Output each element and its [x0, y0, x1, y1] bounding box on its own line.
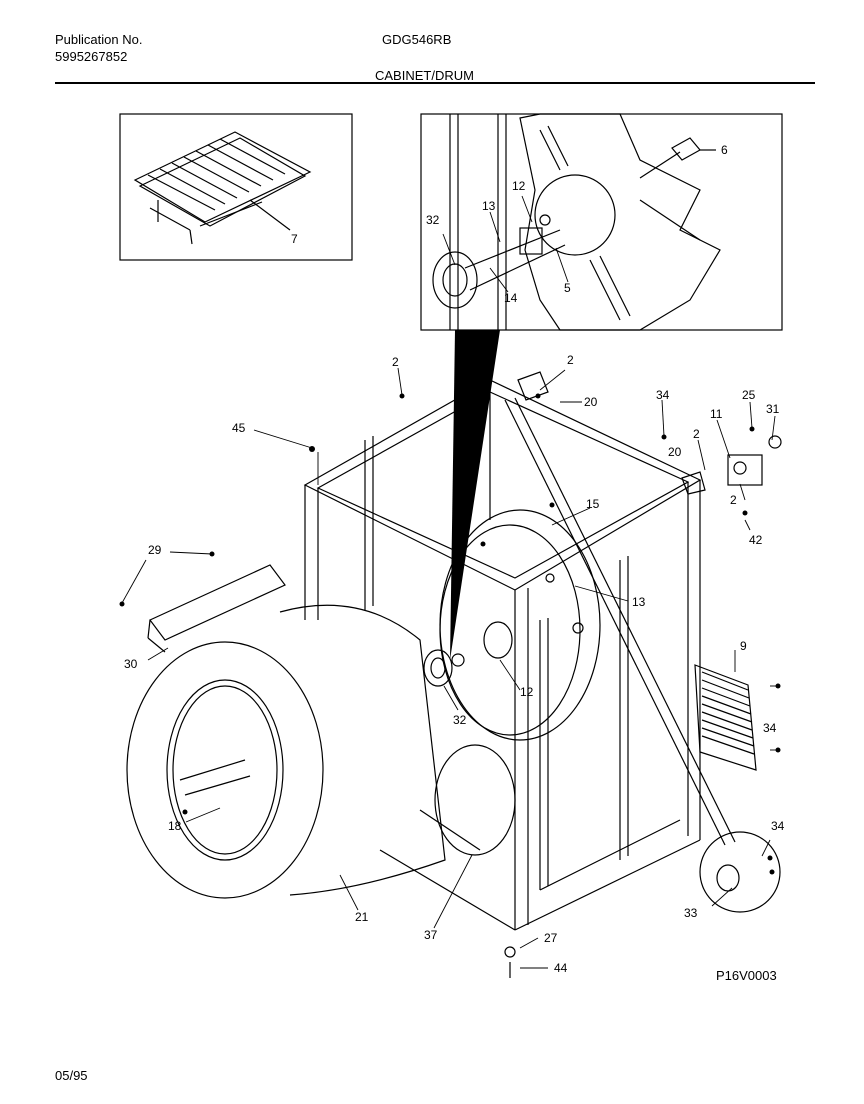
rear-bulkhead [439, 509, 601, 741]
rear-bulkhead-detail [432, 113, 721, 331]
model-number: GDG546RB [382, 32, 452, 47]
fasteners [119, 393, 781, 875]
callout-32: 32 [453, 713, 467, 727]
callout-11: 11 [710, 407, 723, 421]
callout-30: 30 [124, 657, 138, 671]
drive-belt [504, 399, 726, 846]
detail-pointer [450, 330, 500, 660]
callout-29: 29 [148, 543, 162, 557]
leader-lines [121, 195, 778, 969]
bracket-20-side [681, 471, 706, 495]
publication-number: 5995267852 [55, 49, 128, 64]
callout-32-inset: 32 [426, 213, 440, 227]
leader-7 [249, 199, 291, 231]
callout-21: 21 [355, 910, 369, 924]
callout-2-bracket: 2 [567, 353, 574, 367]
drum [126, 604, 446, 899]
exhaust-duct [147, 564, 286, 653]
section-title: CABINET/DRUM [375, 68, 474, 83]
drawing-id: P16V0003 [716, 968, 777, 983]
callout-25: 25 [742, 388, 756, 402]
callout-27: 27 [544, 931, 558, 945]
revision-date: 05/95 [55, 1068, 88, 1083]
idler-detail-circle [699, 831, 781, 913]
drying-rack [133, 131, 312, 245]
header-rule [55, 82, 815, 84]
rack-inset-frame [119, 113, 353, 261]
callout-14: 14 [504, 291, 518, 305]
cabinet-frame [303, 379, 702, 931]
leveling-foot [504, 946, 516, 958]
callout-2-switch: 2 [693, 427, 700, 441]
callout-20-top: 20 [584, 395, 598, 409]
access-grille [694, 664, 757, 771]
bearing-inset-frame [420, 113, 783, 331]
callout-33: 33 [684, 906, 698, 920]
door-switch-assembly [727, 435, 782, 486]
publication-label: Publication No. [55, 32, 143, 47]
callout-44: 44 [554, 961, 568, 975]
callout-12-inset: 12 [512, 179, 526, 193]
callout-13-inset: 13 [482, 199, 496, 213]
callout-31: 31 [766, 402, 780, 416]
callout-15: 15 [586, 497, 600, 511]
idler-pulley [716, 864, 740, 892]
callout-7: 7 [291, 232, 298, 246]
callout-34-idler: 34 [771, 819, 785, 833]
callout-18: 18 [168, 819, 182, 833]
bracket-20 [517, 371, 549, 401]
callout-2-top: 2 [392, 355, 399, 369]
callout-20-side: 20 [668, 445, 682, 459]
drive-belt-inner [514, 397, 736, 843]
callout-34-top: 34 [656, 388, 670, 402]
callout-labels: 6 12 13 32 14 5 7 2 2 20 34 25 31 11 2 2… [124, 143, 785, 975]
front-bearing [423, 649, 465, 687]
callout-13: 13 [632, 595, 646, 609]
callout-34-grille: 34 [763, 721, 777, 735]
callout-42: 42 [749, 533, 763, 547]
callout-12: 12 [520, 685, 534, 699]
callout-6: 6 [721, 143, 728, 157]
callout-9: 9 [740, 639, 747, 653]
callout-2-switch-lower: 2 [730, 493, 737, 507]
callout-37: 37 [424, 928, 438, 942]
callout-5: 5 [564, 281, 571, 295]
blower-housing [434, 744, 516, 856]
callout-45: 45 [232, 421, 246, 435]
